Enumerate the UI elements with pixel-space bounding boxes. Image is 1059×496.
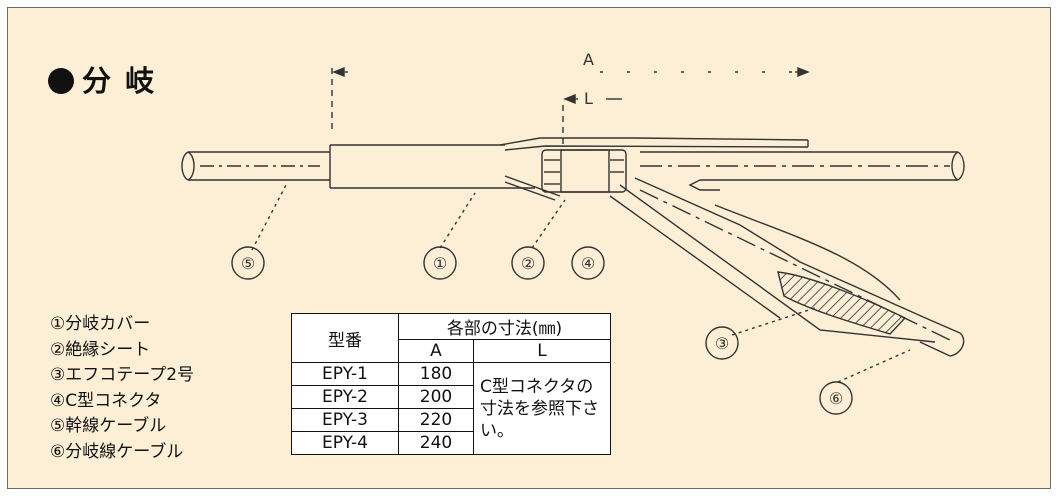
header-a: A bbox=[398, 339, 474, 363]
dimension-l-label: L bbox=[584, 89, 593, 108]
a-cell: 200 bbox=[398, 385, 474, 409]
callout-6: ⑥ bbox=[829, 389, 843, 408]
branch-cover bbox=[329, 137, 809, 201]
leader-lines bbox=[251, 184, 911, 383]
dimension-table: 型番 各部の寸法(㎜) A L EPY-1 180 C型コネクタの寸法を参照下さ… bbox=[291, 313, 611, 455]
table-row: EPY-3 220 bbox=[291, 408, 611, 432]
callout-2: ② bbox=[521, 254, 535, 273]
callout-circle-2 bbox=[511, 246, 545, 280]
l-note-text: C型コネクタの寸法を参照下さい。 bbox=[480, 376, 599, 441]
legend-item: ⑥分岐線ケーブル bbox=[50, 441, 184, 462]
callout-3: ③ bbox=[715, 334, 729, 353]
table-row: EPY-4 240 bbox=[291, 431, 611, 455]
callout-4: ④ bbox=[581, 254, 595, 273]
header-model: 型番 bbox=[291, 313, 399, 363]
c-connector bbox=[541, 149, 627, 193]
tape-wrap-hatch bbox=[777, 271, 907, 335]
a-cell: 180 bbox=[398, 362, 474, 386]
a-cell: 240 bbox=[398, 431, 474, 455]
table-row: EPY-1 180 C型コネクタの寸法を参照下さい。 bbox=[291, 362, 611, 455]
callout-5: ⑤ bbox=[241, 254, 255, 273]
section-title: 分 岐 bbox=[48, 58, 156, 100]
model-cell: EPY-3 bbox=[291, 408, 399, 432]
title-text: 分 岐 bbox=[82, 64, 157, 98]
bullet-icon bbox=[48, 68, 74, 94]
legend-item: ⑤幹線ケーブル bbox=[50, 416, 167, 436]
legend-item: ③エフコテープ2号 bbox=[50, 365, 195, 385]
dimension-a bbox=[331, 66, 810, 130]
header-l: L bbox=[473, 339, 611, 363]
dimension-a-label: A bbox=[583, 50, 594, 69]
l-note: C型コネクタの寸法を参照下さい。 bbox=[473, 362, 611, 455]
callout-circle-3 bbox=[705, 326, 739, 360]
branch-cable bbox=[609, 177, 965, 357]
a-cell: 220 bbox=[398, 408, 474, 432]
main-cable-left bbox=[181, 151, 330, 181]
legend-item: ④C型コネクタ bbox=[50, 390, 162, 411]
model-cell: EPY-4 bbox=[291, 431, 399, 455]
model-cell: EPY-1 bbox=[291, 362, 399, 386]
callout-circle-6 bbox=[819, 381, 853, 415]
table-row: EPY-2 200 bbox=[291, 385, 611, 409]
callout-circle-5 bbox=[231, 246, 265, 280]
callout-circle-1 bbox=[423, 246, 457, 280]
model-cell: EPY-2 bbox=[291, 385, 399, 409]
header-dims: 各部の寸法(㎜) bbox=[398, 313, 611, 340]
parts-legend: ①分岐カバー ②絶縁シート ③エフコテープ2号 ④C型コネクタ ⑤幹線ケーブル … bbox=[50, 312, 194, 465]
callout-circle-4 bbox=[571, 246, 605, 280]
main-cable-right bbox=[640, 151, 965, 191]
callout-1: ① bbox=[433, 254, 447, 273]
legend-item: ②絶縁シート bbox=[50, 339, 151, 360]
legend-item: ①分岐カバー bbox=[50, 314, 151, 334]
